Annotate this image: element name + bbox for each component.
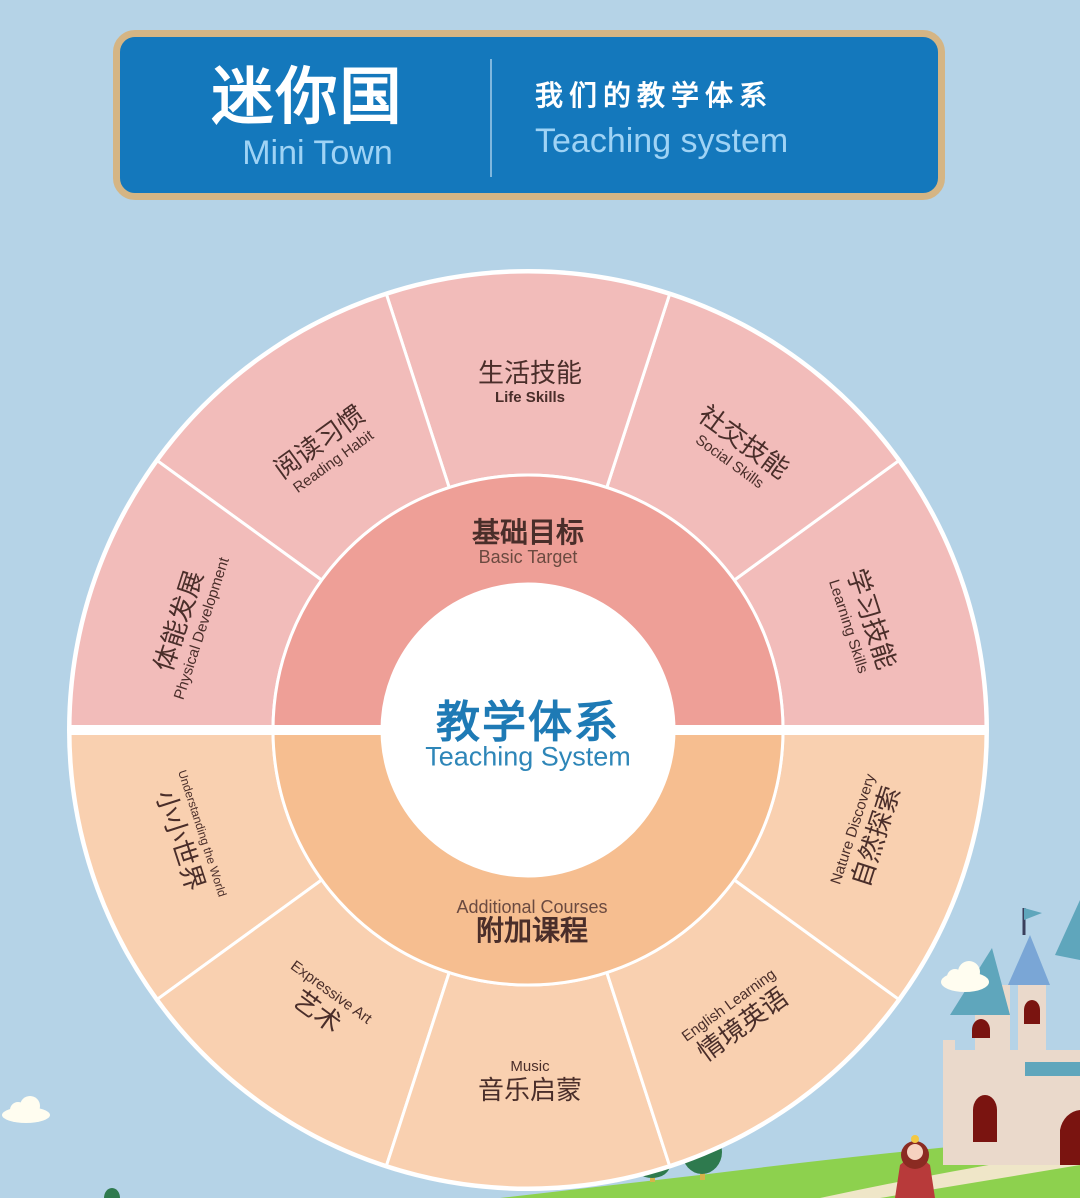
center-circle (382, 584, 674, 876)
brand-block: 迷你国 Mini Town (120, 37, 495, 193)
castle-icon (943, 900, 1080, 1165)
brand-name-cn: 迷你国 (211, 60, 404, 133)
center-title-en: Teaching System (425, 741, 631, 772)
subtitle-en: Teaching system (535, 122, 789, 160)
wheel-segments (67, 269, 989, 1191)
basic-target-en: Basic Target (478, 547, 578, 567)
segment-label-cn: 音乐启蒙 (477, 1076, 583, 1106)
segment-label-en: Music (510, 1058, 550, 1075)
brand-name-en: Mini Town (242, 134, 393, 172)
additional-courses-cn: 附加课程 (475, 914, 588, 947)
basic-target-cn: 基础目标 (471, 516, 585, 549)
banner-divider (490, 59, 492, 177)
additional-courses-en: Additional Courses (456, 897, 608, 917)
cloud-icon (941, 961, 989, 992)
segment-label-cn: 生活技能 (477, 359, 583, 389)
subtitle-cn: 我们的教学体系 (535, 79, 774, 112)
flag-icon (1024, 908, 1042, 920)
king-icon (895, 1135, 935, 1198)
title-banner: 迷你国 Mini Town 我们的教学体系 Teaching system (113, 30, 945, 200)
segment-label-en: Life Skills (494, 389, 566, 406)
cloud-icon (2, 1096, 50, 1123)
center-title-cn: 教学体系 (436, 697, 620, 748)
subtitle-block: 我们的教学体系 Teaching system (535, 37, 938, 193)
